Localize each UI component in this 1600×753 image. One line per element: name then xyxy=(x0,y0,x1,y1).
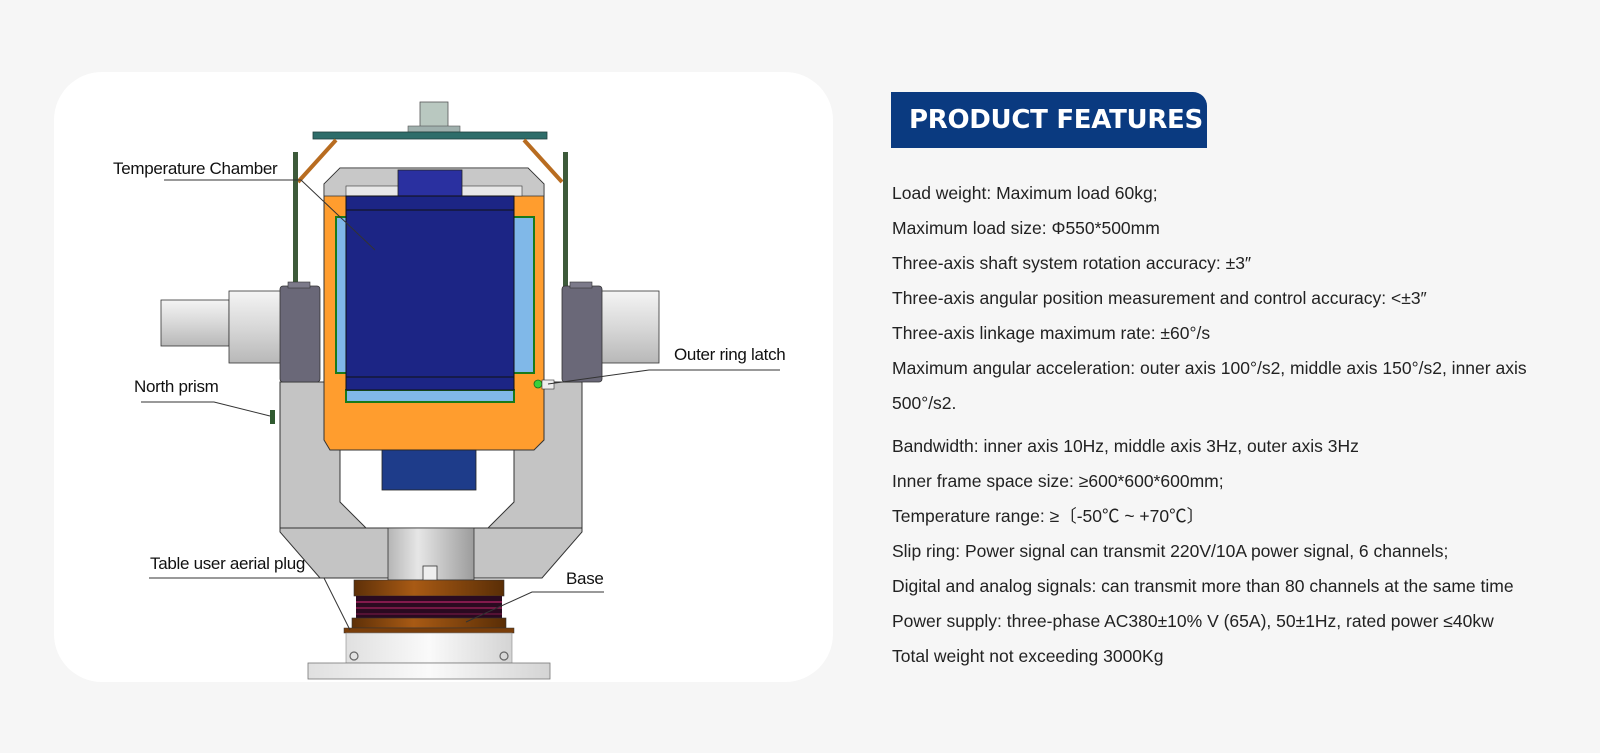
turntable-diagram: Temperature Chamber Outer ring latch Nor… xyxy=(113,101,786,680)
label-outer-ring-latch: Outer ring latch xyxy=(674,345,785,364)
label-temperature-chamber: Temperature Chamber xyxy=(113,159,278,178)
label-base: Base xyxy=(566,569,604,588)
label-north-prism: North prism xyxy=(134,377,219,396)
feature-item: Inner frame space size: ≥600*600*600mm; xyxy=(892,471,1224,491)
feature-item: Temperature range: ≥〔-50℃ ~ +70℃〕 xyxy=(892,506,1205,526)
feature-item: Maximum load size: Φ550*500mm xyxy=(892,218,1160,238)
features-list: Load weight: Maximum load 60kg; Maximum … xyxy=(892,176,1592,674)
base-assembly xyxy=(307,579,551,680)
feature-item: Load weight: Maximum load 60kg; xyxy=(892,183,1158,203)
callout-lines xyxy=(141,179,780,631)
temperature-chamber xyxy=(323,167,555,491)
product-features-title: PRODUCT FEATURES xyxy=(891,92,1207,148)
feature-item: Digital and analog signals: can transmit… xyxy=(892,576,1514,596)
outer-frame xyxy=(279,381,583,583)
feature-item: Three-axis angular position measurement … xyxy=(892,288,1427,308)
feature-item: Slip ring: Power signal can transmit 220… xyxy=(892,541,1449,561)
top-mount xyxy=(293,101,568,292)
feature-item: Three-axis linkage maximum rate: ±60°/s xyxy=(892,323,1211,343)
feature-item: Three-axis shaft system rotation accurac… xyxy=(892,253,1252,273)
feature-item: Total weight not exceeding 3000Kg xyxy=(892,646,1164,666)
feature-item: Power supply: three-phase AC380±10% V (6… xyxy=(892,611,1494,631)
feature-item: Bandwidth: inner axis 10Hz, middle axis … xyxy=(892,436,1359,456)
side-shafts xyxy=(160,281,660,424)
product-diagram-card: Temperature Chamber Outer ring latch Nor… xyxy=(54,72,833,682)
label-table-user-aerial-plug: Table user aerial plug xyxy=(150,554,305,573)
feature-item: Maximum angular acceleration: outer axis… xyxy=(892,358,1527,413)
